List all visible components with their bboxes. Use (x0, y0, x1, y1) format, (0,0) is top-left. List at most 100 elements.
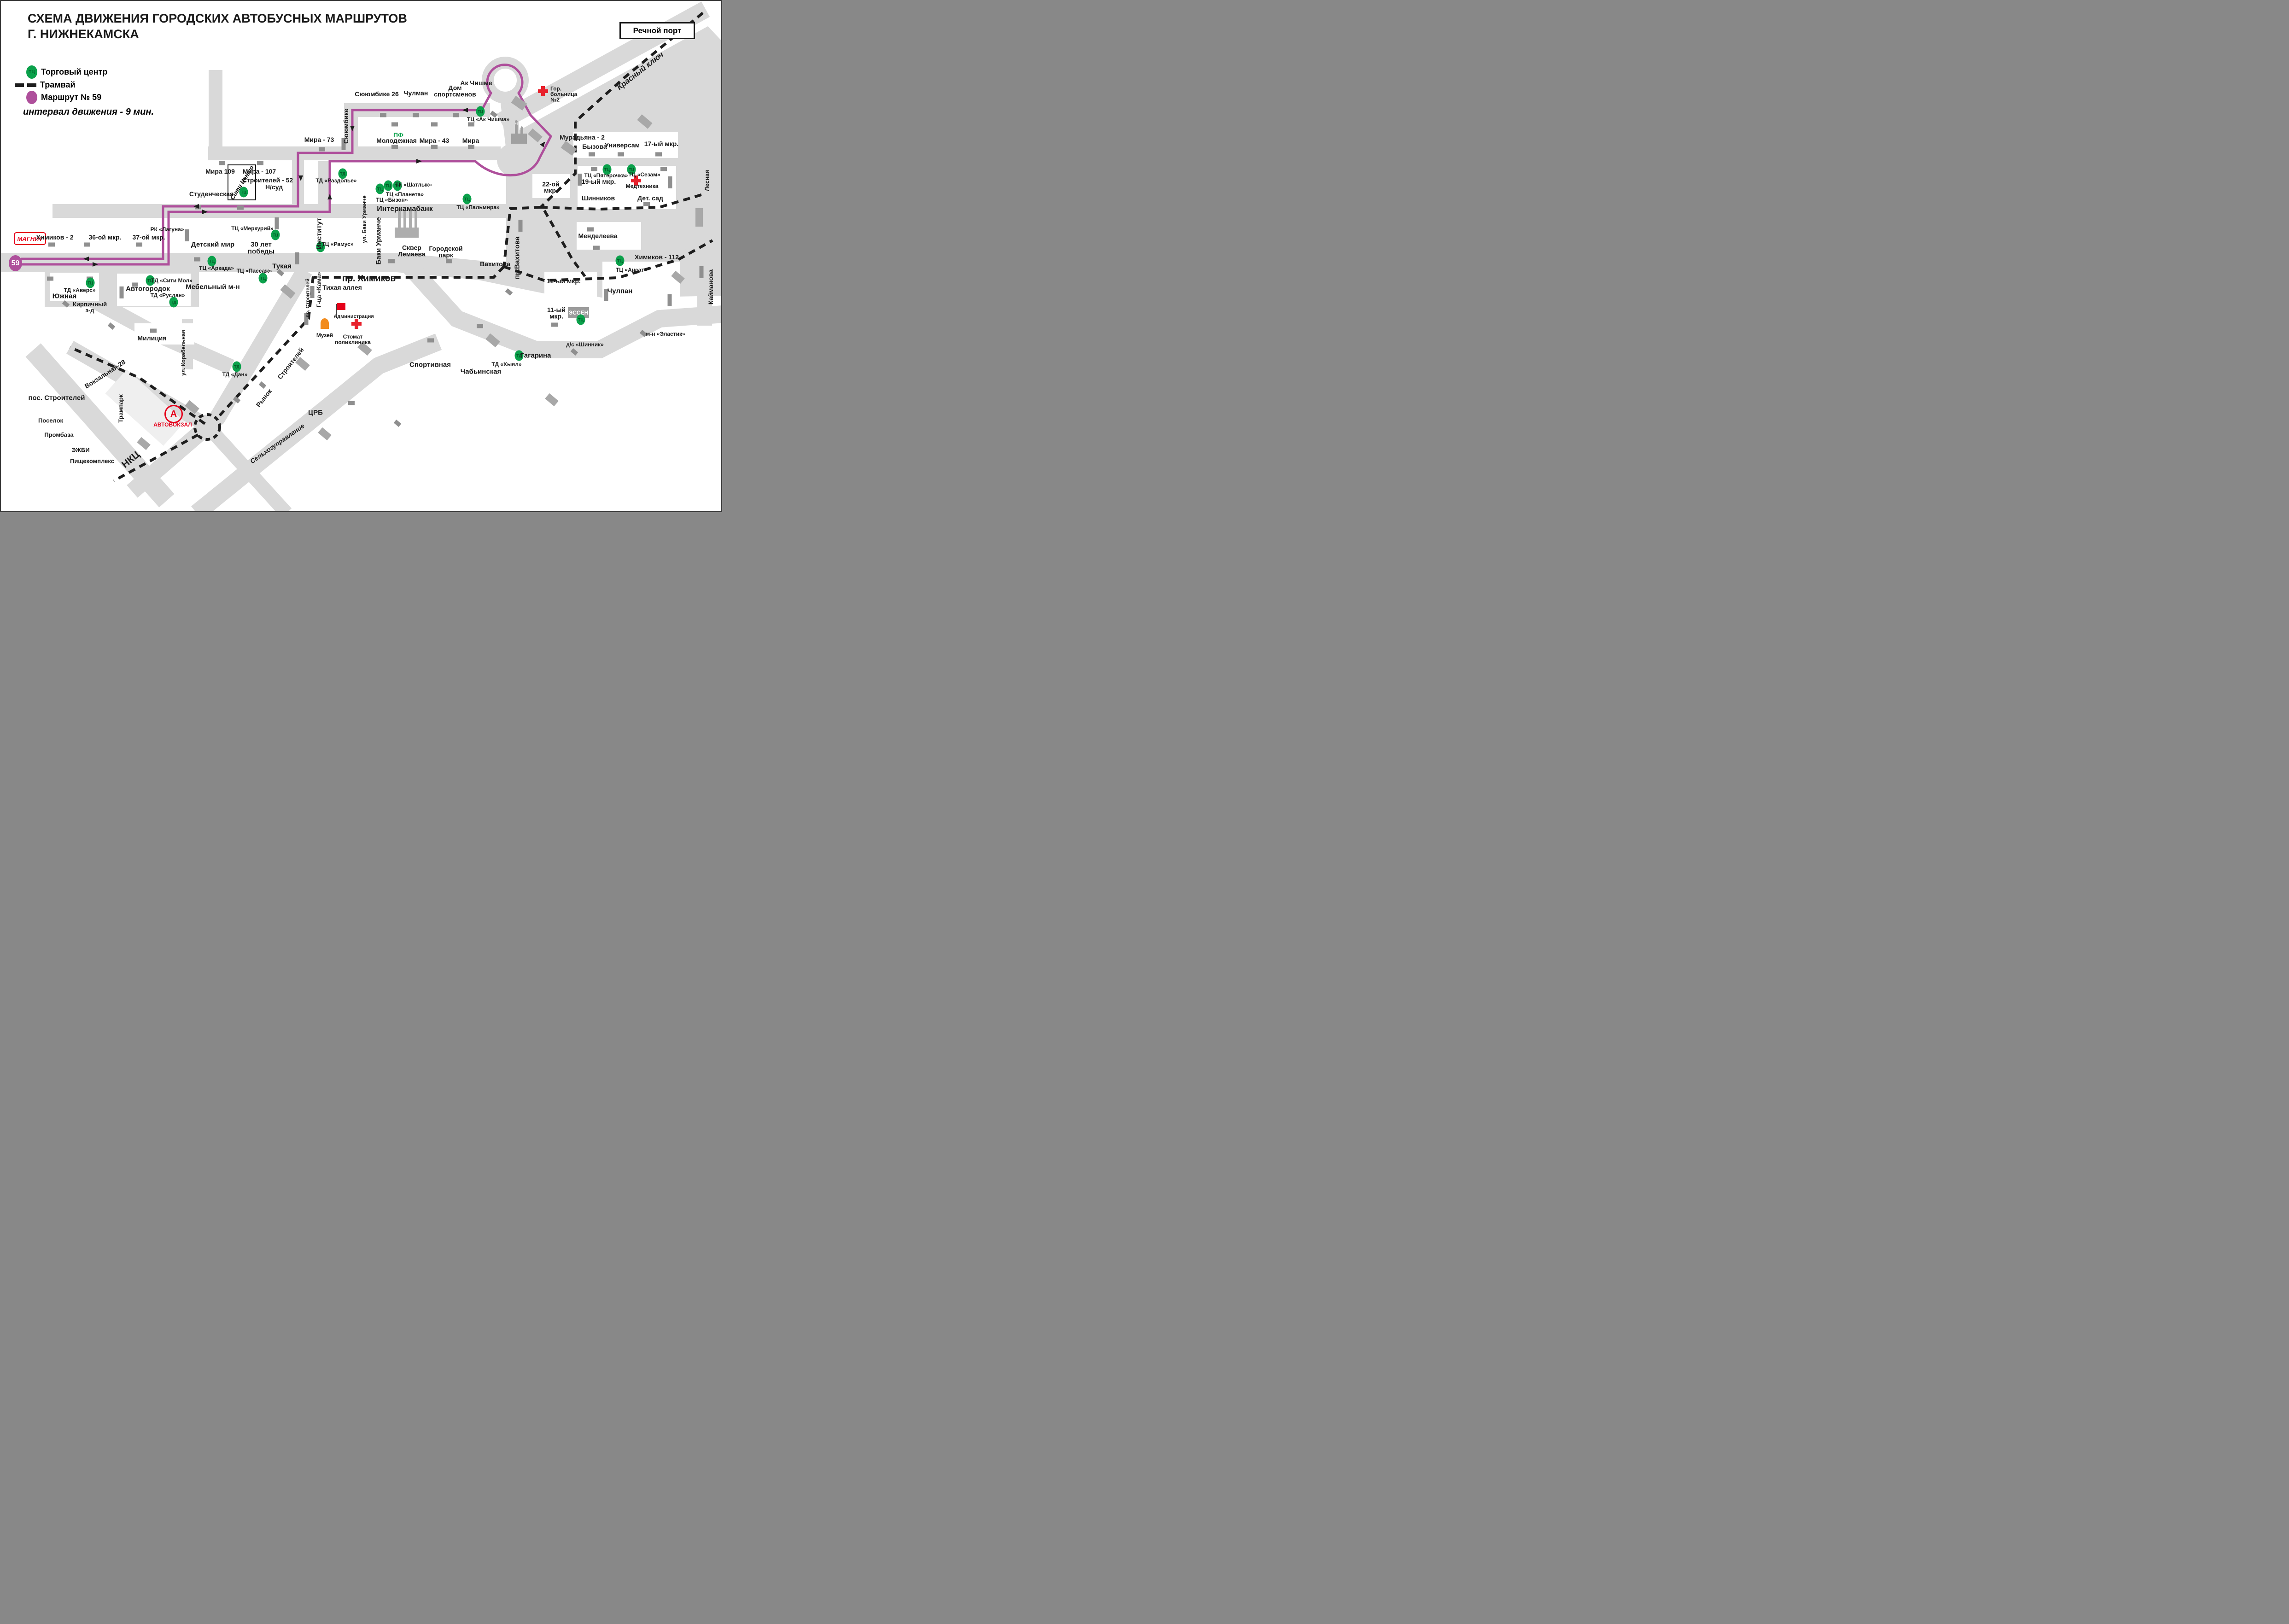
label-tc-planeta: ТЦ «Планета» (385, 191, 424, 198)
title-line2: Г. НИЖНЕКАМСКА (28, 27, 139, 41)
label-administratsiya: Администрация (333, 314, 374, 320)
bus-stop (468, 122, 474, 127)
label-yuzhnaya: Южная (52, 292, 77, 300)
label-sportivnaya: Спортивная (409, 361, 451, 369)
bus-stop (48, 242, 55, 247)
label-khimikov-2: Химиков - 2 (36, 233, 74, 241)
bus-stop (667, 294, 672, 306)
bus-stop (274, 217, 279, 229)
bus-stop (655, 152, 662, 157)
label-gagarina: Гагарина (520, 351, 551, 360)
shopping-icon-тц: ТЦ (271, 229, 280, 240)
label-mkr-37: 37-ой мкр. (132, 233, 165, 241)
shopping-icon-тц: ТЦ (258, 273, 268, 284)
bus-stop (295, 252, 299, 264)
medtekhnika-cross-icon (631, 175, 641, 186)
label-mira-73: Мира - 73 (304, 135, 334, 143)
label-mira-109: Мира 109 (205, 167, 235, 175)
shopping-icon-тц: ТЦ (462, 193, 472, 204)
bus-stop (136, 242, 142, 247)
label-30-let-pobedy: 30 лет победы (247, 240, 275, 256)
bus-stop (431, 122, 438, 127)
label-pos-stroiteley: пос. Строителей (28, 394, 85, 402)
legend-tram-label: Трамвай (40, 80, 76, 89)
shopping-icon-тц: ТЦ (615, 255, 625, 266)
stomat-cross-icon (351, 319, 362, 329)
factory-icon (395, 208, 419, 238)
label-tc-passazh: ТЦ «Пассаж» (236, 267, 272, 274)
bus-stop (132, 282, 138, 287)
route-direction-arrow (327, 194, 332, 199)
legend-shopping-center-label: Торговый центр (41, 67, 108, 76)
label-chulman: Чулман (403, 89, 428, 97)
route-59-line (21, 64, 553, 266)
bus-stop (453, 113, 459, 117)
label-poselok: Поселок (38, 417, 64, 424)
building (695, 208, 703, 227)
route-direction-arrow (202, 210, 208, 214)
avtovokzal-block (105, 369, 185, 446)
bus-stop (391, 145, 398, 149)
route-direction-arrow (462, 108, 468, 112)
label-gor-bolnitsa: Гор. больница №2 (550, 85, 578, 104)
page-title: СХЕМА ДВИЖЕНИЯ ГОРОДСКИХ АВТОБУСНЫХ МАРШ… (28, 11, 407, 42)
label-muzey: Музей (316, 332, 333, 339)
label-syuyumbike-26: Сююмбике 26 (355, 90, 399, 98)
label-mkr-11-a: 11-ый мкр. (547, 277, 581, 285)
label-chulpan: Чулпан (607, 287, 633, 295)
label-ds-shinnik: д/с «Шинник» (566, 341, 604, 348)
bus-stop (219, 161, 225, 165)
bus-stop (304, 313, 309, 325)
bus-stop (84, 242, 90, 247)
label-mebelny: Мебельный м-н (186, 283, 240, 291)
label-prombaza: Промбаза (44, 431, 74, 438)
bus-stop (618, 152, 624, 157)
bus-stop (604, 289, 608, 301)
bus-stop (587, 227, 594, 232)
shopping-icon-тд: ТД (338, 168, 347, 179)
label-pf: ПФ (393, 131, 404, 139)
bus-stop (593, 245, 600, 250)
title-line1: СХЕМА ДВИЖЕНИЯ ГОРОДСКИХ АВТОБУСНЫХ МАРШ… (28, 12, 407, 25)
bus-stop (699, 266, 704, 278)
shopping-icon-тц: ТЦ (627, 164, 636, 175)
label-tsrb: ЦРБ (308, 409, 323, 417)
route-direction-arrow (83, 257, 89, 261)
shopping-icon-тц: ТЦ (239, 187, 248, 198)
label-syuyumbike-street: Сююмбике (342, 108, 350, 144)
bus-stop (668, 176, 672, 188)
legend-route-59: Маршрут № 59 (26, 91, 101, 104)
magnit-store: МАГНИТ (14, 232, 46, 245)
label-mkr-11-b: 11-ый мкр. (547, 306, 566, 320)
shopping-icon-тц: ТЦ (384, 180, 393, 191)
rechnoy-port-box: Речной порт (619, 22, 695, 39)
bus-stop (578, 174, 582, 186)
label-mkr-36: 36-ой мкр. (88, 233, 122, 241)
bus-stop (589, 152, 595, 157)
legend-shopping-center: ТЦ Торговый центр (26, 65, 107, 79)
label-kaymanova: Кайманова (707, 269, 714, 305)
label-gorodskoy-park: Городской парк (429, 245, 463, 259)
bus-stop (119, 286, 124, 298)
label-ul-baki-urmanche: ул. Баки Урманче (361, 195, 368, 243)
label-mira: Мира (462, 136, 479, 144)
label-skver-lemaeva: Сквер Лемаева (398, 244, 426, 258)
label-mn-elastik: м-н «Эластик» (646, 330, 685, 337)
map-canvas (1, 1, 721, 511)
label-tc-ansat: ТЦ «Ансат» (615, 266, 648, 273)
label-tramvark: Трампарк (117, 394, 124, 423)
label-studencheskaya: Студенческая (189, 190, 234, 198)
label-shinnikov: Шинников (581, 194, 615, 202)
bus-stop (380, 113, 386, 117)
label-lesnaya: Лесная (703, 169, 711, 192)
route-direction-arrow (298, 175, 303, 181)
label-td-avers: ТД «Аверс» (64, 286, 96, 293)
label-ezhbi: ЭЖБИ (71, 446, 90, 454)
bus-stop (413, 113, 419, 117)
bus-stop (591, 167, 597, 171)
bus-stop (660, 167, 667, 171)
label-tk-shatlyk: ТК «Шатлык» (395, 181, 432, 188)
label-muradyana-2: Мурадьяна - 2 (560, 133, 605, 141)
label-ak-chishme: Ак Чишме (460, 79, 492, 87)
label-td-siti-mol: ТД «Сити Мол» (151, 277, 193, 284)
